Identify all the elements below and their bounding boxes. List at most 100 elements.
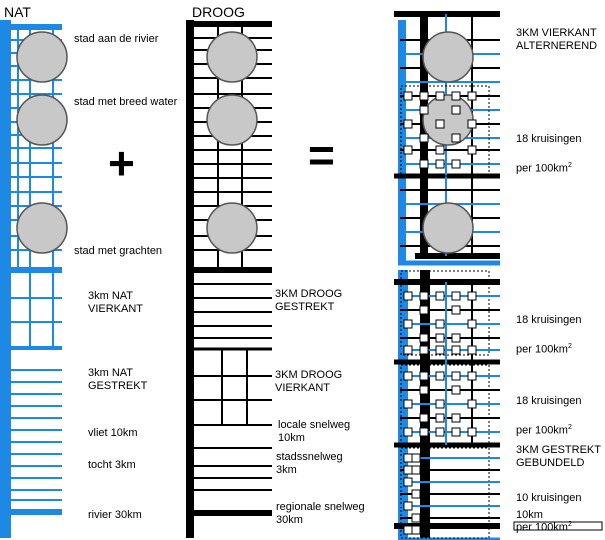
result-crossing-1-2: [403, 145, 413, 155]
result-crossing-1-5: [419, 159, 429, 169]
kruisingen-2-line1: 18 kruisingen: [516, 314, 582, 326]
label-kruisingen-4: 10 kruisingen per 100km2: [516, 479, 581, 535]
result-crossings-box-1: [400, 85, 490, 177]
label-3km-nat-vierkant: 3km NAT VIERKANT: [88, 290, 144, 315]
result-crossing-1-15: [419, 91, 429, 101]
result-crossing-2-12: [419, 333, 429, 343]
result-crossing-1-3: [419, 105, 429, 115]
result-crossing-3-13: [419, 371, 429, 381]
result-crossing-3-5: [435, 427, 445, 437]
kruisingen-4-sup: 2: [567, 521, 572, 528]
result-crossing-3-4: [435, 399, 445, 409]
label-3km-droog-gestrekt: 3KM DROOG GESTREKT: [275, 288, 343, 313]
kruisingen-1-line2: per 100km: [516, 162, 568, 175]
nat-city-circle-rivier: [16, 31, 68, 83]
result-crossing-3-7: [451, 413, 461, 423]
label-3km-gestrekt-gebundeld: 3KM GESTREKT GEBUNDELD: [516, 444, 601, 469]
kruisingen-3-line2: per 100km: [516, 424, 568, 437]
result-crossing-1-1: [403, 119, 413, 129]
result-crossing-4-3: [411, 465, 421, 475]
kruisingen-1-line1: 18 kruisingen: [516, 133, 582, 145]
droog-main-road-band: [186, 20, 194, 538]
label-regionale-snelweg: regionale snelweg 30km: [276, 501, 365, 526]
result-city-circle-3: [422, 202, 474, 254]
result-crossing-2-14: [451, 291, 461, 301]
label-tocht: tocht 3km: [88, 459, 136, 471]
kruisingen-4-line1: 10 kruisingen: [516, 492, 582, 504]
result-crossing-3-17: [435, 413, 445, 423]
result-crossing-3-15: [419, 427, 429, 437]
label-3km-vierkant-alternerend: 3KM VIERKANT ALTERNEREND: [516, 27, 598, 52]
result-crossing-2-9: [467, 319, 477, 329]
result-crossing-2-2: [403, 345, 413, 355]
result-crossing-4-9: [411, 453, 421, 463]
result-crossing-1-0: [403, 91, 413, 101]
result-crossing-3-6: [451, 385, 461, 395]
label-3km-nat-gestrekt: 3km NAT GESTREKT: [88, 367, 148, 392]
nat-city-circle-breed: [16, 94, 68, 146]
result-crossing-1-11: [451, 159, 461, 169]
result-crossing-2-15: [419, 345, 429, 355]
equals-operator: =: [308, 129, 335, 181]
result-crossing-1-16: [451, 91, 461, 101]
result-crossing-2-13: [419, 291, 429, 301]
heading-nat: NAT: [4, 4, 31, 20]
result-crossing-4-5: [411, 513, 421, 523]
result-crossing-4-6: [403, 525, 413, 535]
kruisingen-2-line2: per 100km: [516, 343, 568, 356]
result-crossing-1-4: [419, 133, 429, 143]
result-crossing-1-14: [467, 145, 477, 155]
result-crossing-3-2: [403, 427, 413, 437]
kruisingen-2-sup: 2: [567, 343, 572, 350]
heading-droog: DROOG: [192, 4, 245, 20]
label-locale-snelweg: locale snelweg 10km: [278, 419, 351, 444]
result-crossing-1-10: [451, 133, 461, 143]
kruisingen-3-sup: 2: [567, 424, 572, 431]
result-crossing-3-12: [419, 413, 429, 423]
result-crossing-1-12: [467, 91, 477, 101]
result-crossing-2-8: [467, 291, 477, 301]
result-crossing-1-7: [435, 119, 445, 129]
result-crossing-3-9: [467, 399, 477, 409]
label-3km-droog-vierkant: 3KM DROOG VIERKANT: [275, 369, 343, 394]
kruisingen-1-sup: 2: [567, 162, 572, 169]
label-vliet: vliet 10km: [88, 427, 138, 439]
kruisingen-4-line2: per 100km: [516, 521, 568, 534]
result-crossing-3-8: [467, 371, 477, 381]
result-crossing-2-5: [435, 345, 445, 355]
result-crossing-2-4: [435, 319, 445, 329]
result-crossing-1-17: [435, 159, 445, 169]
label-stad-met-breed-water: stad met breed water: [74, 96, 178, 108]
result-crossing-1-8: [435, 145, 445, 155]
scale-bar: [513, 521, 603, 531]
label-kruisingen-1: 18 kruisingen per 100km2: [516, 120, 581, 176]
result-crossing-1-9: [451, 105, 461, 115]
nat-city-circle-grachten: [16, 202, 68, 254]
result-crossing-4-1: [403, 477, 413, 487]
result-crossing-3-16: [451, 427, 461, 437]
result-crossing-3-3: [435, 371, 445, 381]
label-rivier: rivier 30km: [88, 509, 142, 521]
result-crossing-3-14: [451, 371, 461, 381]
result-crossing-4-2: [403, 501, 413, 511]
result-crossing-1-13: [467, 119, 477, 129]
result-top-river-band: [398, 20, 406, 265]
result-crossing-4-4: [411, 489, 421, 499]
label-scale-10km: 10km: [516, 509, 543, 521]
result-crossing-2-1: [403, 319, 413, 329]
label-kruisingen-2: 18 kruisingen per 100km2: [516, 301, 581, 357]
result-crossing-4-8: [403, 465, 413, 475]
result-crossing-2-0: [403, 291, 413, 301]
droog-city-circle-2: [206, 94, 258, 146]
result-crossing-2-6: [451, 305, 461, 315]
label-stad-aan-de-rivier: stad aan de rivier: [74, 33, 159, 45]
result-crossing-4-0: [403, 453, 413, 463]
plus-operator: +: [108, 137, 135, 189]
result-crossing-2-16: [451, 345, 461, 355]
droog-city-circle-3: [206, 202, 258, 254]
droog-city-circle-1: [206, 31, 258, 83]
result-crossing-2-11: [419, 305, 429, 315]
result-crossing-2-3: [435, 291, 445, 301]
result-crossing-3-10: [467, 427, 477, 437]
